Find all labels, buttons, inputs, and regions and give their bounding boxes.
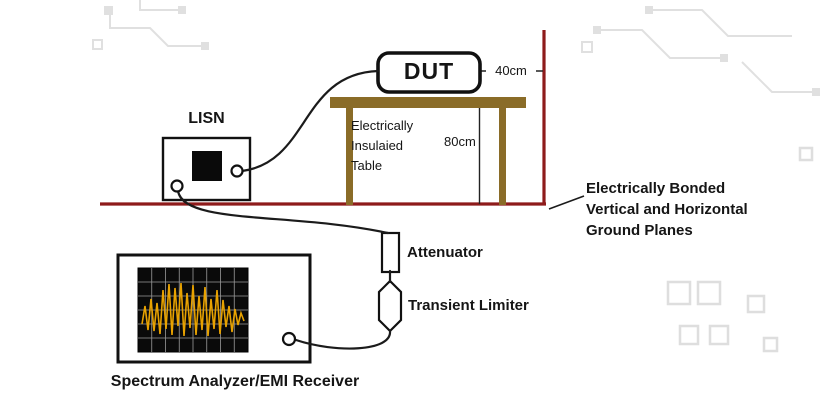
- lisn-label: LISN: [188, 110, 225, 127]
- analyzer-connector: [281, 331, 297, 347]
- ground-planes-label-line-1: Electrically Bonded: [586, 180, 726, 197]
- cable-lisn-to-attenuator: [176, 189, 390, 235]
- table-leg-right: [499, 108, 506, 205]
- table-label-line-3: Table: [351, 158, 383, 173]
- lisn-inner-block: [192, 151, 222, 181]
- attenuator-box: [380, 231, 401, 274]
- table-top: [330, 97, 526, 108]
- attenuator-label: Attenuator: [407, 244, 483, 261]
- cable-limiter-to-analyzer: [294, 329, 392, 350]
- transient-limiter-shape: [377, 279, 403, 333]
- cable-lisn-to-dut: [240, 69, 380, 173]
- ground-label-pointer-line: [548, 195, 585, 210]
- emi-waveform: [141, 282, 245, 337]
- dimension-40cm-label: 40cm: [486, 63, 536, 78]
- dut-box: [376, 51, 482, 94]
- circuit-trace-decoration: [92, 0, 820, 353]
- table-leg-left: [346, 108, 353, 205]
- table-label-line-1: Electrically: [351, 118, 414, 133]
- lisn-connector-bottom: [170, 179, 184, 193]
- ground-planes-label-line-2: Vertical and Horizontal: [586, 201, 748, 218]
- cables: [176, 69, 392, 350]
- lisn-connector-right: [230, 164, 244, 178]
- insulated-table: [330, 97, 526, 205]
- dimension-80cm-label: 80cm: [444, 134, 476, 149]
- table-label: Electrically Insulaied Table: [351, 116, 413, 176]
- transient-limiter-label: Transient Limiter: [408, 297, 529, 314]
- table-label-line-2: Insulaied: [351, 138, 404, 153]
- ground-planes-label-line-3: Ground Planes: [586, 222, 693, 239]
- ground-planes-label: Electrically Bonded Vertical and Horizon…: [586, 178, 791, 241]
- spectrum-analyzer-label: Spectrum Analyzer/EMI Receiver: [110, 373, 360, 390]
- dut-label: DUT: [403, 58, 455, 84]
